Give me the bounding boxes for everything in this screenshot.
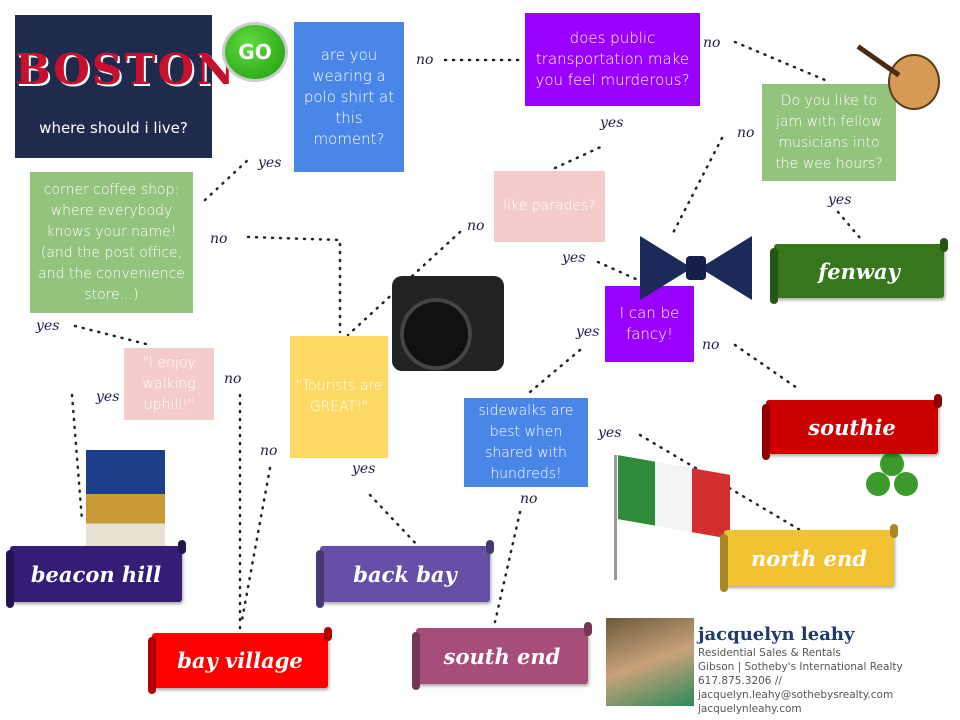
question-jam: Do you like to jam with fellow musicians… [762,84,896,181]
answer-yes: yes [562,250,586,266]
result-beacon-hill: beacon hill [10,546,182,602]
answer-no: no [703,35,721,51]
answer-yes: yes [36,318,60,334]
italy-flag-image [612,455,736,580]
agent-name: jacquelyn leahy [698,624,855,645]
answer-yes: yes [258,155,282,171]
agent-website[interactable]: jacquelynleahy.com [698,703,802,715]
answer-no: no [737,125,755,141]
result-south-end: south end [416,628,588,684]
question-sidewalks: sidewalks are best when shared with hund… [464,398,588,487]
answer-yes: yes [600,115,624,131]
question-transport: does public transportation make you feel… [525,13,700,106]
result-north-end: north end [724,530,894,586]
agent-info: jacquelyn leahy Residential Sales & Rent… [698,624,960,716]
boston-logo: BOSTON where should i live? [15,15,237,158]
answer-yes: yes [828,192,852,208]
go-label: GO [238,40,272,64]
state-house-image [86,450,165,548]
result-southie: southie [766,400,938,454]
result-bay-village: bay village [152,633,328,688]
agent-photo [606,618,694,706]
answer-no: no [210,231,228,247]
answer-yes: yes [598,425,622,441]
go-button[interactable]: GO [222,22,288,82]
camera-image [392,276,504,371]
answer-no: no [224,371,242,387]
logo-tagline: where should i live? [39,119,188,137]
question-uphill: "I enjoy walking uphill!" [124,348,214,420]
guitar-image [848,14,940,110]
shamrock-image [864,452,920,508]
agent-contact[interactable]: 617.875.3206 // jacquelyn.leahy@sothebys… [698,675,894,701]
question-parades: like parades? [494,171,605,242]
question-tourists: "Tourists are GREAT!" [290,336,388,458]
question-polo: are you wearing a polo shirt at this mom… [294,22,404,172]
answer-no: no [416,52,434,68]
answer-no: no [702,337,720,353]
answer-yes: yes [352,461,376,477]
result-back-bay: back bay [320,546,490,602]
bowtie-image [640,236,752,300]
question-coffee: corner coffee shop: where everybody know… [30,172,193,313]
answer-no: no [467,218,485,234]
answer-no: no [520,491,538,507]
result-fenway: fenway [774,244,944,298]
agent-title: Residential Sales & Rentals [698,647,841,659]
answer-yes: yes [576,324,600,340]
logo-city: BOSTON [15,45,237,94]
answer-no: no [260,443,278,459]
agent-company: Gibson | Sotheby's International Realty [698,661,903,673]
answer-yes: yes [96,389,120,405]
